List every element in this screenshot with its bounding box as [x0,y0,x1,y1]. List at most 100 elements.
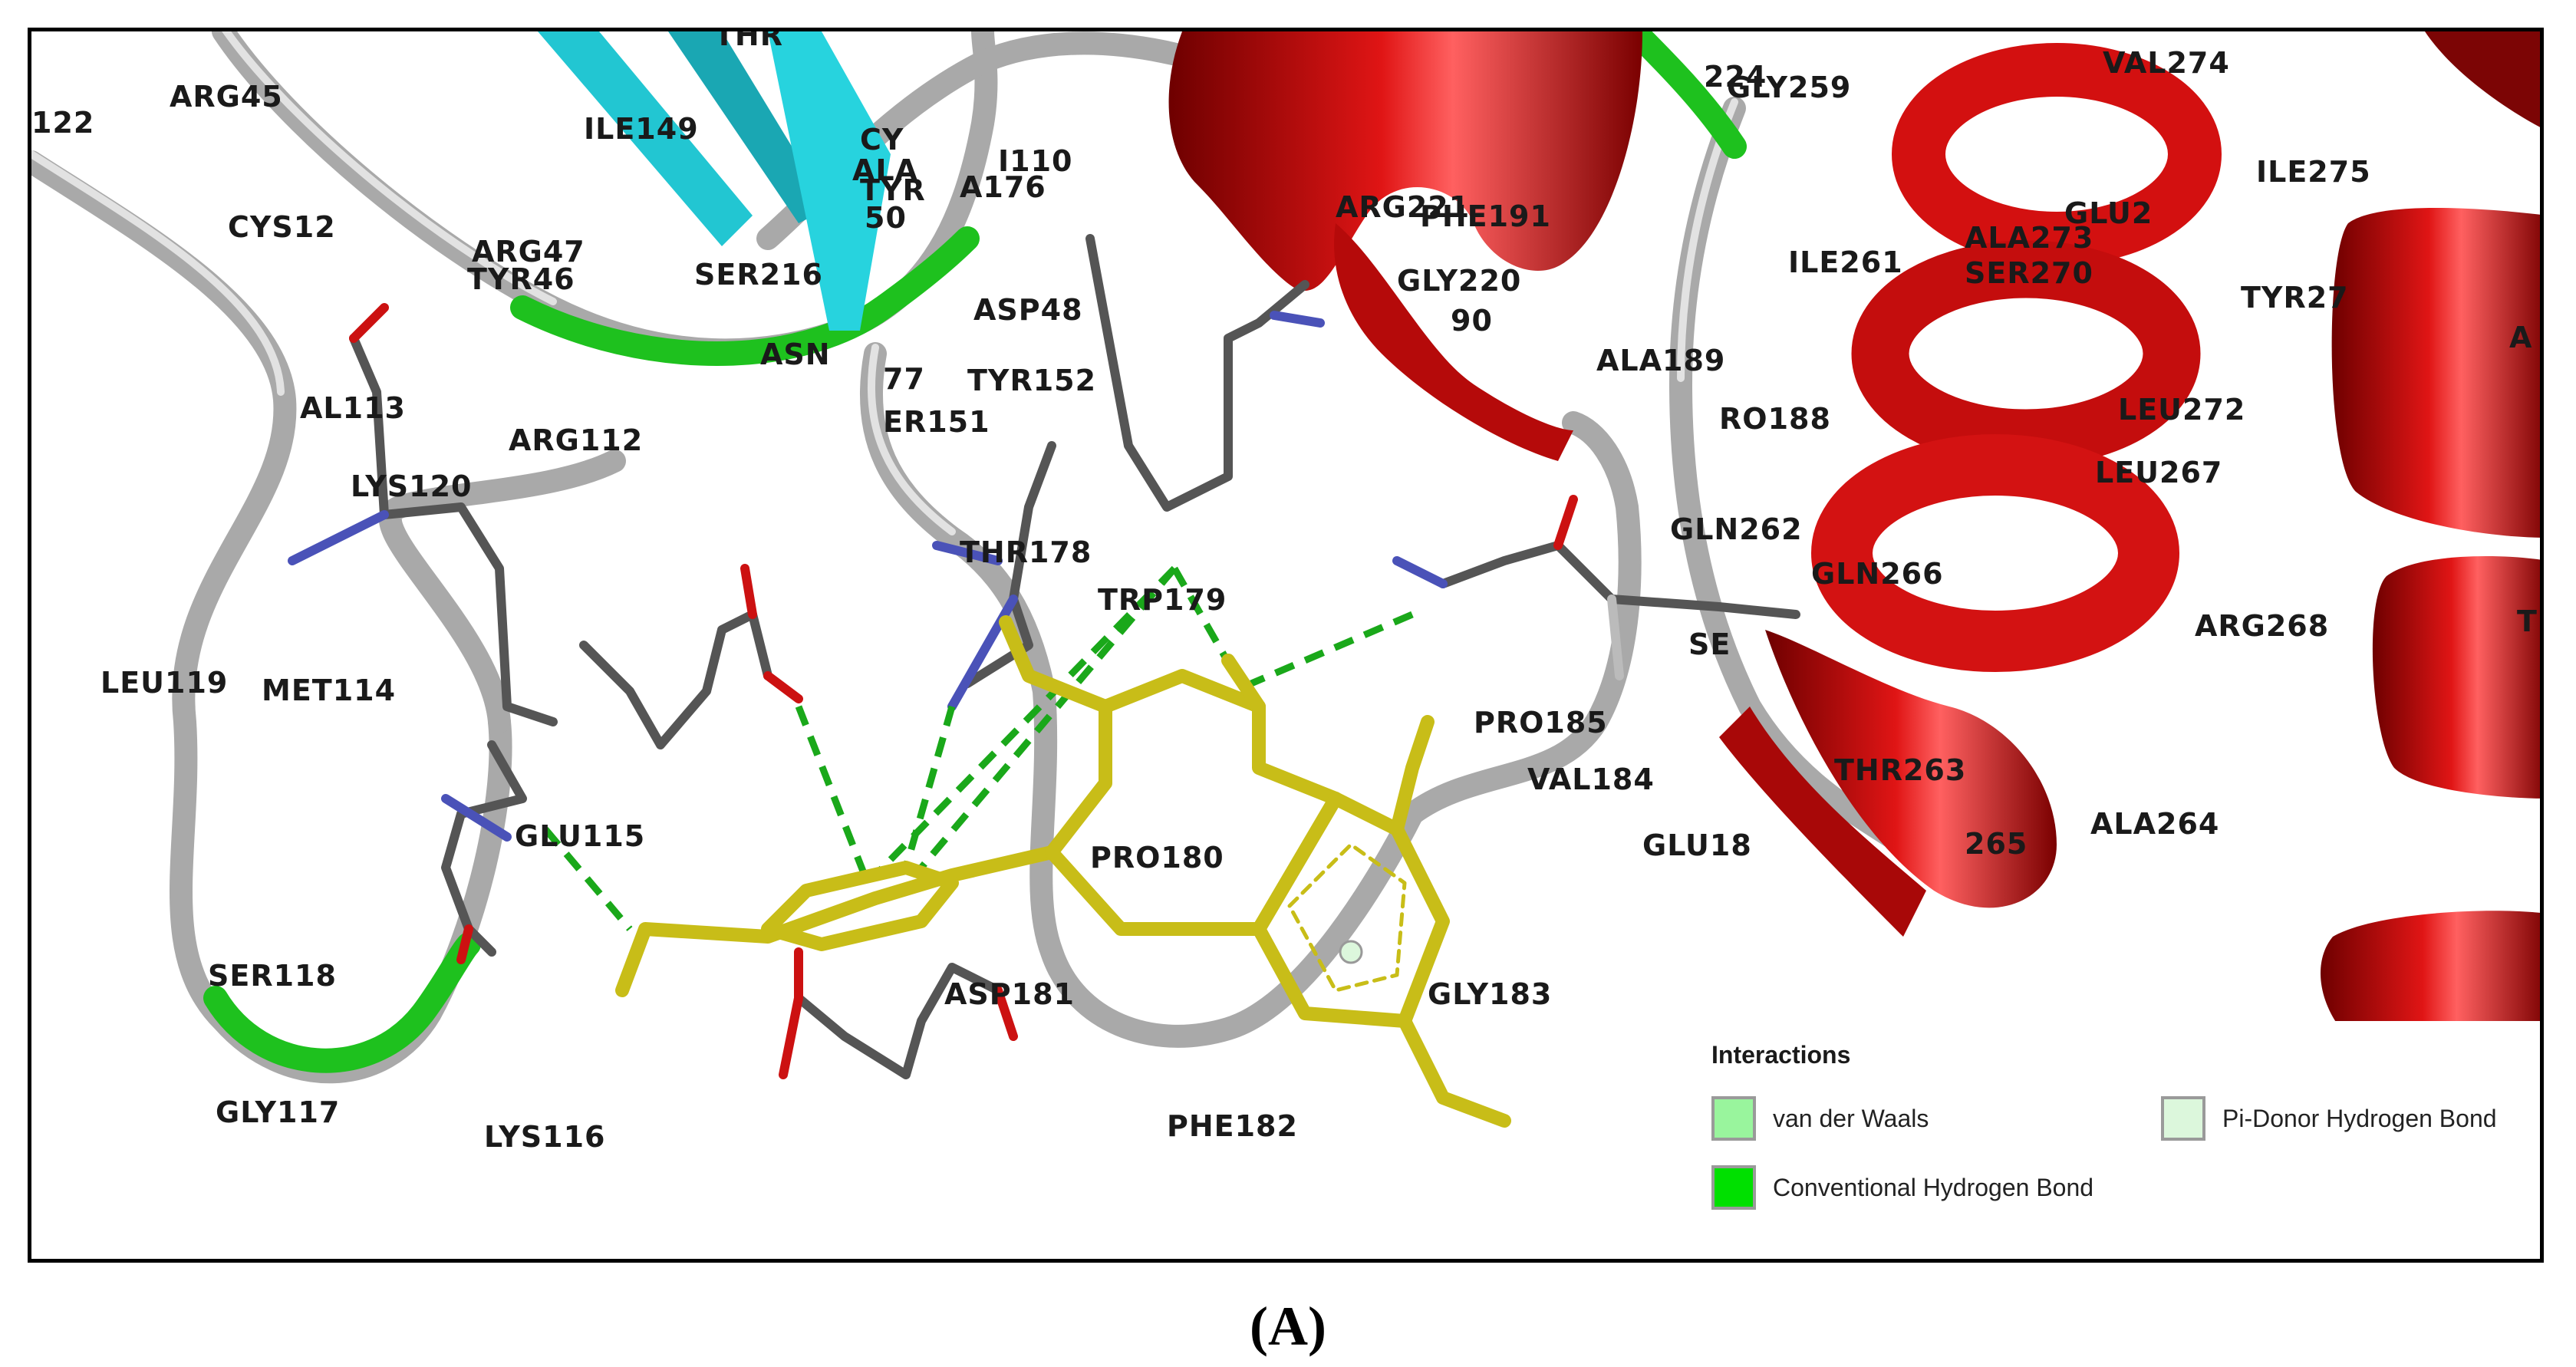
residue-label: RO188 [1719,402,1831,436]
residue-label: ILE261 [1788,245,1903,279]
residue-label: GLN266 [1811,557,1944,591]
residue-label: TYR152 [967,364,1097,397]
ligand [615,615,1511,1128]
residue-label: LEU119 [100,666,229,700]
side-chains [288,234,1800,1079]
residue-label: ALA273 [1965,221,2094,255]
residue-label: SE [1688,628,1731,661]
residue-label: SER118 [208,959,337,993]
bond-oxygen [993,986,1018,1041]
residue-label: GLY183 [1428,977,1553,1011]
bond-nitrogen [932,541,1003,565]
legend-label: van der Waals [1773,1104,1929,1132]
ligand-bond [1390,715,1435,836]
residue-label: VAL184 [1527,763,1655,796]
residue-label: THR [714,28,783,52]
residue-label: ASP48 [973,293,1083,327]
beta-strand [668,31,829,223]
sidechain-met114 [441,740,527,957]
coil-highlight-segment [31,150,285,396]
pi-ring-dashed [1287,842,1407,993]
residue-label: ILE275 [2256,155,2371,189]
hbond-line [872,565,1178,878]
residue-label: SER216 [694,258,823,292]
helix-ribbon [1765,630,2057,908]
residue-label: THR178 [960,535,1092,569]
residue-label: ARG47 [472,235,585,268]
sidechain-glu115 [579,610,772,749]
residue-label: 90 [1451,304,1493,338]
residue-label: GLU18 [1642,828,1752,862]
residue-label: GLN262 [1670,512,1803,546]
helix-ribbon [1334,223,1573,461]
ligand-bond [999,615,1112,713]
beta-strand [768,31,891,331]
helix-right [1719,43,2222,937]
bond-oxygen [740,564,757,619]
residue-label: ARG45 [170,80,283,114]
residue-label: PRO180 [1090,841,1224,875]
helix-turn [1811,434,2179,672]
residue-label: SER270 [1965,256,2093,290]
residue-label: GLY117 [216,1095,341,1129]
residue-label: ARG268 [2195,609,2330,643]
interactions-legend: Interactions van der Waals Conventional … [1696,1021,2540,1259]
residue-label: GLY259 [1727,71,1852,104]
residue-label: T [2517,604,2538,638]
helix-ribbon [1719,707,1926,937]
bond-oxygen [779,993,803,1079]
residue-label: ILE149 [584,112,699,146]
helix-far-right [2321,31,2540,1105]
residue-label: GLU2 [2064,196,2153,230]
residue-label: MET114 [262,674,397,707]
beta-strand [538,31,753,246]
alpha-helices [1168,31,2540,1105]
residue-label: PHE191 [1420,199,1551,233]
coil-segment [378,450,626,733]
residue-label: ARG112 [509,423,644,457]
ligand-bond [1398,1014,1511,1128]
coil-segment [859,342,1424,1048]
residue-label: LYS120 [351,469,473,503]
residue-label: PHE182 [1167,1109,1298,1143]
hbond-line [795,705,871,884]
bond-nitrogen [288,510,389,565]
sidechain-lys120 [349,334,558,726]
protein-ligand-scene [31,31,2540,1128]
residue-label: LYS116 [484,1120,606,1154]
residue-label: AL113 [300,391,406,425]
residue-label: 122 [31,106,95,140]
sidechain-trp179 [1085,234,1309,512]
helix-ribbon [1168,31,1642,291]
legend-item-van-der-waals: van der Waals [1711,1096,1929,1141]
ligand-bond [1221,654,1266,713]
coil-segment [31,150,512,1084]
sidechain-asp181 [794,963,1003,1079]
pi-donor-hydrogen [1339,940,1363,964]
ligand-bond [1045,669,1342,859]
residue-label: LEU267 [2095,456,2223,489]
residue-label: TYR46 [467,262,575,296]
legend-item-conventional-hydrogen-bond: Conventional Hydrogen Bond [1711,1165,2093,1210]
green-coil-segment [1622,31,1747,159]
bond-oxygen [1553,495,1578,550]
ligand-ring [761,861,959,951]
residue-label: ER151 [883,405,990,439]
helix-turn [1892,43,2222,265]
green-coil-segment [510,226,980,366]
helix-ribbon [2425,31,2540,127]
residue-label: ALA264 [2090,807,2220,841]
coil-segment [1401,411,1642,825]
residue-label: ARG221 [1336,190,1471,224]
residue-label: LEU272 [2118,393,2246,427]
bond-oxygen [349,303,389,343]
legend-swatch [1711,1165,1756,1210]
bond-hydrogen [1607,595,1624,680]
hbond-line [902,705,956,869]
beta-strands [538,31,891,331]
legend-title: Interactions [1711,1041,1851,1069]
residue-label: TYR [860,173,926,207]
residue-label: 77 [883,362,925,396]
ligand-bond [615,845,1059,997]
residue-label: 265 [1965,827,2028,861]
